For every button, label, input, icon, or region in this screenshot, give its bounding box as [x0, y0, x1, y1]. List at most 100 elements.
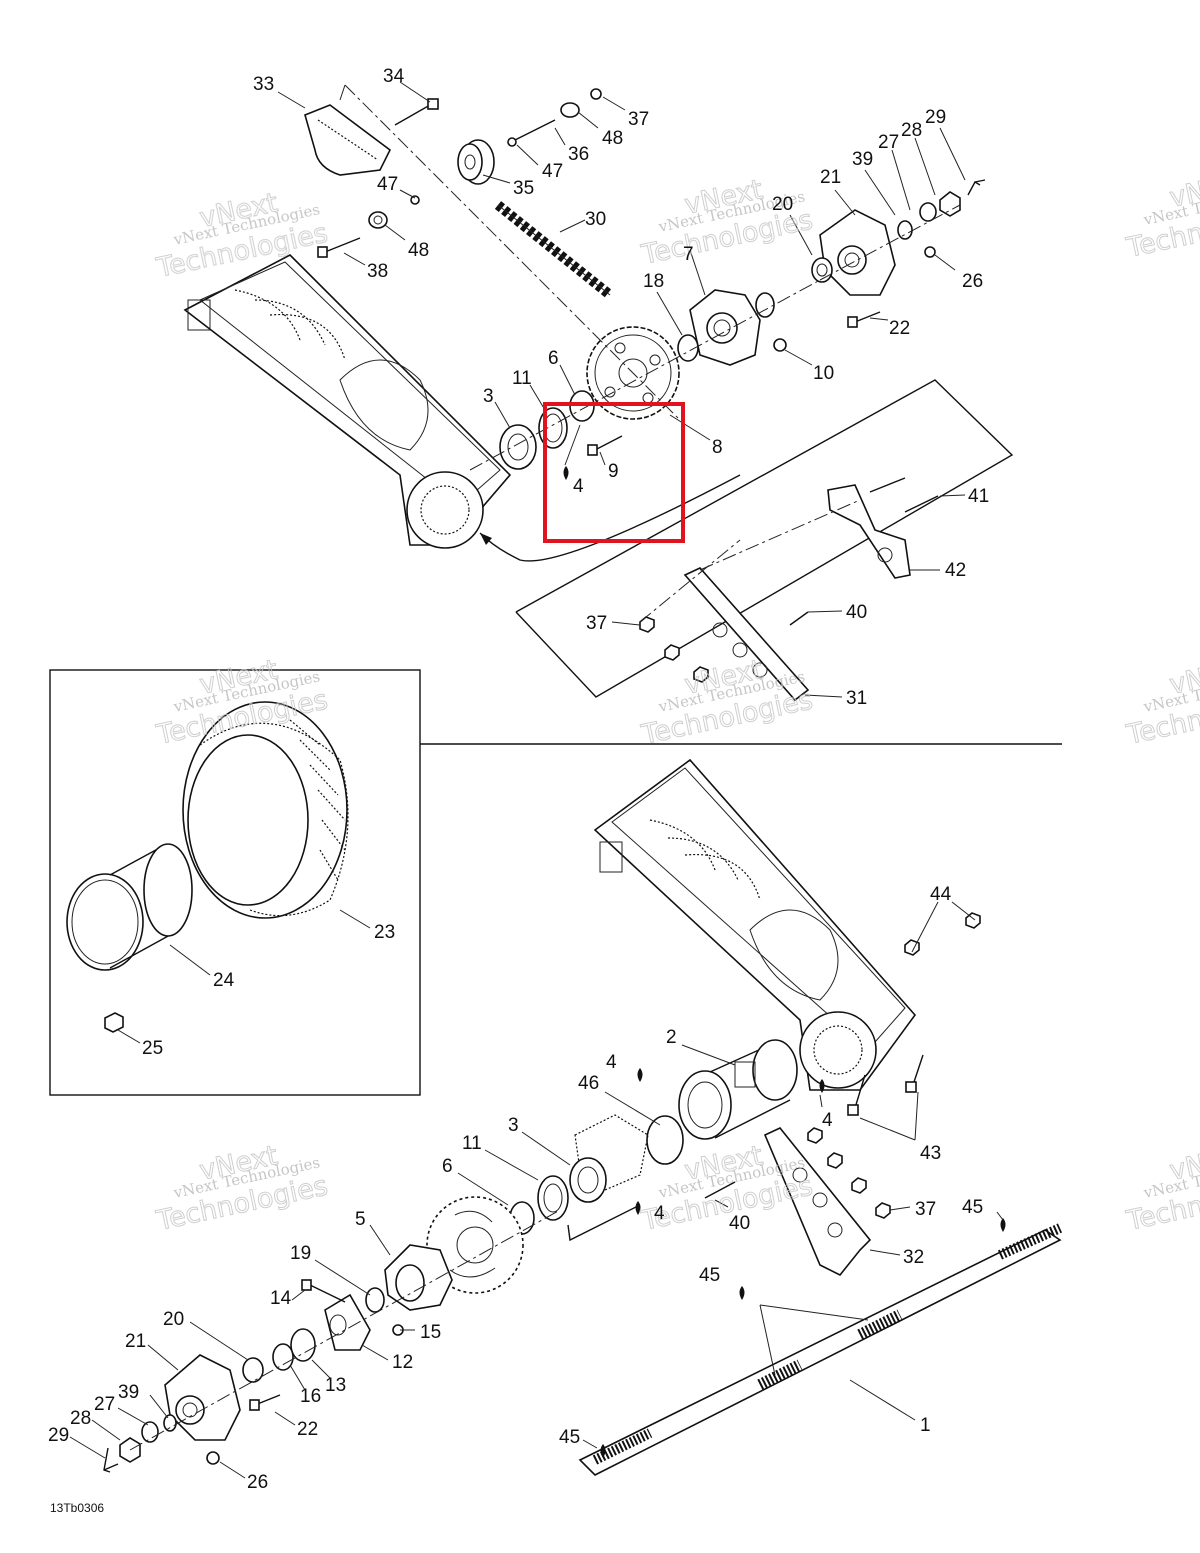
- highlight-box[interactable]: [543, 402, 685, 543]
- callout-10[interactable]: 10: [813, 363, 834, 384]
- callout-5[interactable]: 5: [355, 1209, 366, 1230]
- rear-axle-shaft: [578, 1218, 1063, 1476]
- callout-11[interactable]: 11: [512, 368, 532, 389]
- lower-assembly: [103, 758, 1063, 1476]
- callout-23[interactable]: 23: [374, 922, 395, 943]
- callout-43[interactable]: 43: [920, 1143, 941, 1164]
- callout-4[interactable]: 4: [573, 476, 584, 497]
- callout-6[interactable]: 6: [442, 1156, 453, 1177]
- tire: [182, 701, 349, 919]
- wheel-hub-upper: [819, 209, 896, 296]
- axis-lines-upper: [339, 84, 961, 471]
- callout-22[interactable]: 22: [889, 318, 910, 339]
- callout-14[interactable]: 14: [270, 1288, 292, 1309]
- callout-31[interactable]: 31: [846, 688, 867, 709]
- watermark-7: vNext vNext Technologies Technologies: [153, 1140, 331, 1238]
- callout-22[interactable]: 22: [297, 1419, 318, 1440]
- watermark-9: vNext vNext Technologies Technologies: [1123, 1140, 1200, 1238]
- callout-29[interactable]: 29: [925, 107, 946, 128]
- axle-bracket-detail: [639, 477, 939, 702]
- callout-38[interactable]: 38: [367, 261, 388, 282]
- watermark-6: vNext vNext Technologies Technologies: [1123, 654, 1200, 752]
- section-frames: [49, 379, 1062, 1096]
- sprocket-hub: [689, 289, 761, 366]
- bearings-lower: [509, 1068, 825, 1242]
- callout-37[interactable]: 37: [628, 109, 649, 130]
- wheel-hub-lower: [103, 1354, 241, 1473]
- callout-16[interactable]: 16: [300, 1386, 321, 1407]
- callout-6[interactable]: 6: [548, 348, 559, 369]
- callout-37[interactable]: 37: [915, 1199, 936, 1220]
- callout-46[interactable]: 46: [578, 1073, 599, 1094]
- seals-lower: [242, 1279, 404, 1411]
- upper-assembly: [183, 84, 986, 702]
- callout-48[interactable]: 48: [602, 128, 623, 149]
- callout-37[interactable]: 37: [586, 613, 607, 634]
- callout-29[interactable]: 29: [48, 1425, 69, 1446]
- chain-roller: [457, 139, 495, 185]
- callout-13[interactable]: 13: [325, 1375, 346, 1396]
- callout-41[interactable]: 41: [968, 486, 989, 507]
- callout-33[interactable]: 33: [253, 74, 274, 95]
- callout-21[interactable]: 21: [820, 167, 841, 188]
- callout-26[interactable]: 26: [962, 271, 983, 292]
- callout-42[interactable]: 42: [945, 560, 966, 581]
- eccentric-hub: [678, 1039, 798, 1140]
- swing-arm-lower: [593, 758, 917, 1091]
- callout-20[interactable]: 20: [772, 194, 793, 215]
- axle-bracket-lower: [704, 1127, 891, 1277]
- callout-40[interactable]: 40: [846, 602, 867, 623]
- wheel-inset: [66, 701, 349, 1033]
- callout-7[interactable]: 7: [683, 244, 694, 265]
- callout-18[interactable]: 18: [643, 271, 664, 292]
- wheel-inset-frame: [49, 669, 421, 1096]
- caliper-bracket: [324, 1293, 371, 1351]
- callout-11[interactable]: 11: [462, 1133, 482, 1154]
- callout-4[interactable]: 4: [822, 1110, 833, 1131]
- callout-8[interactable]: 8: [712, 437, 723, 458]
- wheel-rim: [66, 843, 193, 971]
- diagram-code: 13Tb0306: [50, 1501, 104, 1515]
- callout-27[interactable]: 27: [94, 1394, 115, 1415]
- brake-disc: [426, 1196, 524, 1294]
- callout-9[interactable]: 9: [608, 461, 619, 482]
- callout-47[interactable]: 47: [377, 174, 398, 195]
- callout-36[interactable]: 36: [568, 144, 589, 165]
- callout-24[interactable]: 24: [213, 970, 235, 991]
- callout-20[interactable]: 20: [163, 1309, 184, 1330]
- callout-45[interactable]: 45: [559, 1427, 580, 1448]
- callout-35[interactable]: 35: [513, 178, 534, 199]
- callout-47[interactable]: 47: [542, 161, 563, 182]
- callout-48[interactable]: 48: [408, 240, 429, 261]
- callout-34[interactable]: 34: [383, 66, 405, 87]
- callout-4[interactable]: 4: [606, 1052, 617, 1073]
- bolts-upper: [317, 88, 602, 258]
- callout-32[interactable]: 32: [903, 1247, 924, 1268]
- chain-guide: [304, 104, 392, 176]
- detail-panel-outline: [515, 379, 1014, 698]
- callout-45[interactable]: 45: [699, 1265, 720, 1286]
- callout-4[interactable]: 4: [654, 1203, 665, 1224]
- callout-labels: 33 34 37 48 36 47 35 47 48 38 30 29 28 2…: [48, 66, 989, 1493]
- callout-25[interactable]: 25: [142, 1038, 163, 1059]
- wheel-lug-nut: [104, 1012, 124, 1033]
- callout-45[interactable]: 45: [962, 1197, 983, 1218]
- callout-44[interactable]: 44: [930, 884, 952, 905]
- callout-39[interactable]: 39: [852, 149, 873, 170]
- callout-28[interactable]: 28: [901, 120, 922, 141]
- callout-19[interactable]: 19: [290, 1243, 311, 1264]
- callout-27[interactable]: 27: [878, 132, 899, 153]
- detail-callout-arrow: [479, 474, 741, 562]
- callout-30[interactable]: 30: [585, 209, 606, 230]
- callout-12[interactable]: 12: [392, 1352, 413, 1373]
- callout-2[interactable]: 2: [666, 1027, 677, 1048]
- callout-3[interactable]: 3: [483, 386, 494, 407]
- callout-21[interactable]: 21: [125, 1331, 146, 1352]
- callout-28[interactable]: 28: [70, 1408, 91, 1429]
- callout-3[interactable]: 3: [508, 1115, 519, 1136]
- callout-39[interactable]: 39: [118, 1382, 139, 1403]
- callout-1[interactable]: 1: [920, 1415, 931, 1436]
- callout-40[interactable]: 40: [729, 1213, 750, 1234]
- callout-15[interactable]: 15: [420, 1322, 441, 1343]
- callout-26[interactable]: 26: [247, 1472, 268, 1493]
